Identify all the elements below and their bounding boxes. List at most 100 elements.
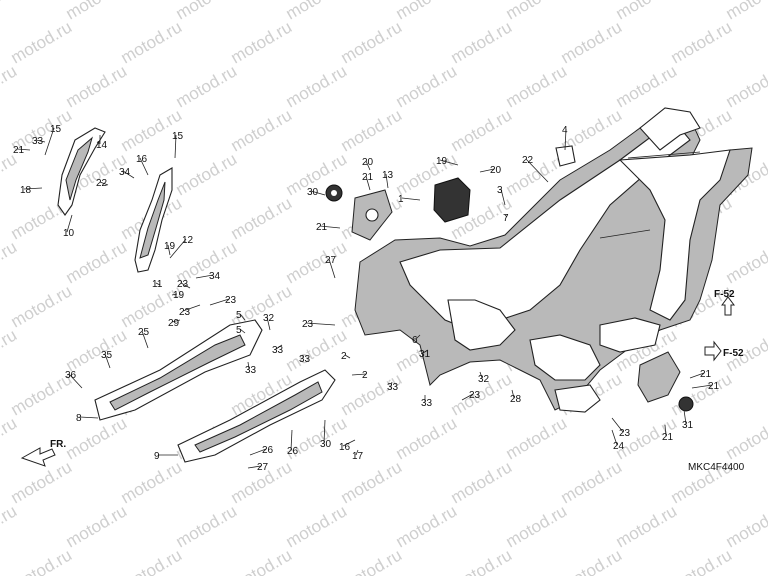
part-callout-26: 26 [287,446,299,457]
watermark-text: motod.ru [63,237,131,287]
leader-line [319,225,341,229]
leader-line [479,371,483,379]
part-callout-27: 27 [257,462,269,473]
part-callout-6: 6 [412,335,418,346]
leader-line [385,173,389,189]
leader-line [23,187,43,190]
watermark-text: motod.ru [283,61,351,111]
part-callout-33: 33 [387,382,399,393]
leader-line [239,313,246,321]
watermark-text: motod.ru [283,501,351,551]
leader-line [415,334,421,340]
part-callout-3: 3 [497,185,503,196]
leader-line [239,328,246,334]
part-callout-30: 30 [307,187,319,198]
part-callout-31: 31 [682,420,694,431]
watermark-text: motod.ru [338,17,406,67]
watermark-text: motod.ru [558,545,626,576]
watermark-text: motod.ru [723,501,768,551]
leader-line [249,448,267,456]
watermark-text: motod.ru [283,0,351,23]
watermark-text: motod.ru [63,0,131,23]
leader-line [691,384,713,389]
leader-line [439,159,459,166]
watermark-text: motod.ru [448,17,516,67]
leader-line [365,175,371,191]
part-callout-15: 15 [50,124,62,135]
leader-line [266,316,271,331]
leader-line [525,158,549,183]
watermark-text: motod.ru [558,17,626,67]
watermark-text: motod.ru [173,0,241,23]
watermark-text: motod.ru [63,61,131,111]
leader-line [209,298,230,306]
mount-1 [433,177,471,223]
watermark-text: motod.ru [0,0,20,23]
leader-line [305,322,336,326]
watermark-text: motod.ru [283,325,351,375]
leader-line [351,373,367,376]
leader-line [169,238,187,259]
part-callout-35: 35 [101,350,113,361]
washer-31-left-hole [331,190,337,196]
part-callout-1: 1 [398,194,404,205]
leader-line [247,465,262,469]
part-callout-23: 23 [619,428,631,439]
watermark-text: motod.ru [228,105,296,155]
watermark-text: motod.ru [0,61,20,111]
part-callout-23: 23 [177,279,189,290]
part-callout-21: 21 [316,222,328,233]
watermark-text: motod.ru [173,149,241,199]
watermark-text: motod.ru [8,545,76,576]
leader-line [122,170,135,179]
leader-line [275,344,283,350]
leader-line [171,319,181,323]
watermark-text: motod.ru [558,457,626,507]
part-callout-14: 14 [96,140,108,151]
watermark-text: motod.ru [283,237,351,287]
watermark-text: motod.ru [173,61,241,111]
part-callout-27: 27 [325,255,337,266]
watermark-text: motod.ru [228,545,296,576]
part-callout-32: 32 [478,374,490,385]
watermark-text: motod.ru [503,0,571,23]
watermark-text: motod.ru [0,325,20,375]
leader-line [99,181,109,186]
part-callout-5: 5 [236,310,242,321]
part-callout-8: 8 [76,413,82,424]
part-callout-28: 28 [510,394,522,405]
leader-line [461,393,474,401]
part-callout-23: 23 [302,319,314,330]
front-direction-arrow: FR. [20,439,66,467]
part-callout-26: 26 [262,445,274,456]
f52-label-top: F-52 [714,289,735,300]
watermark-text: motod.ru [723,413,768,463]
watermark-text: motod.ru [448,457,516,507]
part-callout-29: 29 [168,318,180,329]
watermark-text: motod.ru [63,501,131,551]
leader-line [564,128,567,151]
part-callout-19: 19 [164,241,176,252]
part-callout-21: 21 [13,145,25,156]
part-callout-21: 21 [362,172,374,183]
watermark-text: motod.ru [63,325,131,375]
part-callout-33: 33 [272,345,284,356]
part-callout-36: 36 [65,370,77,381]
leader-line [310,190,326,196]
part-callout-32: 32 [263,313,275,324]
watermark-text: motod.ru [393,501,461,551]
leader-line [79,416,99,419]
part-callout-17: 17 [352,451,364,462]
main-frame [354,107,753,413]
part-callout-18: 18 [20,185,32,196]
watermark-text: motod.ru [503,501,571,551]
part-callout-22: 22 [96,178,108,189]
part-callout-5: 5 [236,325,242,336]
leader-line [344,354,351,359]
part-callout-22: 22 [522,155,534,166]
watermark-text: motod.ru [228,193,296,243]
f52-label-right: F-52 [723,348,744,359]
part-callout-16: 16 [136,154,148,165]
leader-line [16,148,31,151]
